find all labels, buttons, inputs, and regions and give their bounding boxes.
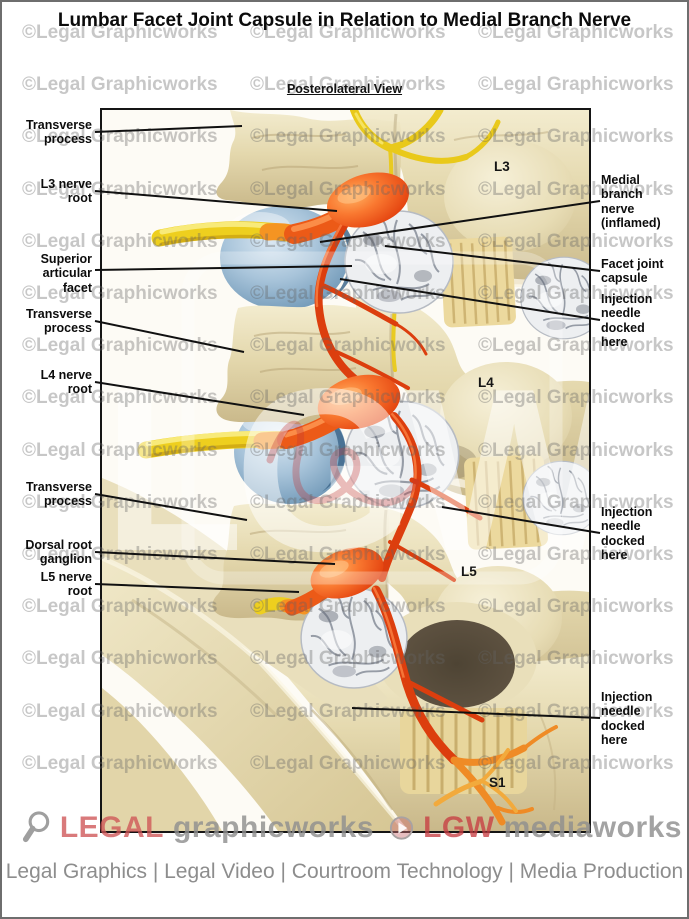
vertebra-label-l4: L4 (478, 375, 494, 390)
label-medial-branch-nerve: Medial branch nerve (inflamed) (601, 173, 661, 230)
vertebra-label-l5: L5 (461, 564, 477, 579)
logo-graphicworks: graphicworks (172, 811, 375, 844)
logo-lgw: LGW (423, 811, 495, 844)
logo-mediaworks: mediaworks (503, 811, 682, 844)
view-subtitle: Posterolateral View (286, 82, 403, 96)
vertebra-label-l3: L3 (494, 159, 510, 174)
magnifier-icon (22, 811, 50, 843)
anatomy-illustration: LGW L3 L4 L5 S1 (102, 110, 589, 831)
label-transverse-process-3: Transverse process (25, 480, 92, 509)
label-dorsal-root-ganglion: Dorsal root ganglion (25, 538, 92, 567)
footer-services-text: Legal Graphics | Legal Video | Courtroom… (5, 860, 684, 883)
lgw-watermark-text: LGW (102, 341, 589, 600)
play-icon (389, 816, 414, 840)
label-injection-needle-1: Injection needle docked here (601, 292, 653, 349)
figure-frame: LGW L3 L4 L5 S1 (100, 108, 591, 833)
label-l4-nerve-root: L4 nerve root (40, 368, 92, 397)
vertebra-level-labels: L3 L4 L5 S1 (461, 159, 510, 790)
logo-legal: LEGAL (59, 811, 164, 844)
signature-squiggle (266, 420, 420, 507)
label-injection-needle-3: Injection needle docked here (601, 690, 653, 747)
label-l5-nerve-root: L5 nerve root (40, 570, 92, 599)
brand-logo-row: LEGAL graphicworks LGW mediaworks (22, 800, 682, 856)
vertebra-label-s1: S1 (489, 775, 506, 790)
label-injection-needle-2: Injection needle docked here (601, 505, 653, 562)
label-transverse-process-1: Transverse process (25, 118, 92, 147)
label-transverse-process-2: Transverse process (25, 307, 92, 336)
page-title: Lumbar Facet Joint Capsule in Relation t… (57, 10, 632, 31)
label-superior-articular-facet: Superior articular facet (40, 252, 92, 295)
label-l3-nerve-root: L3 nerve root (40, 177, 92, 206)
label-facet-joint-capsule: Facet joint capsule (601, 257, 664, 286)
